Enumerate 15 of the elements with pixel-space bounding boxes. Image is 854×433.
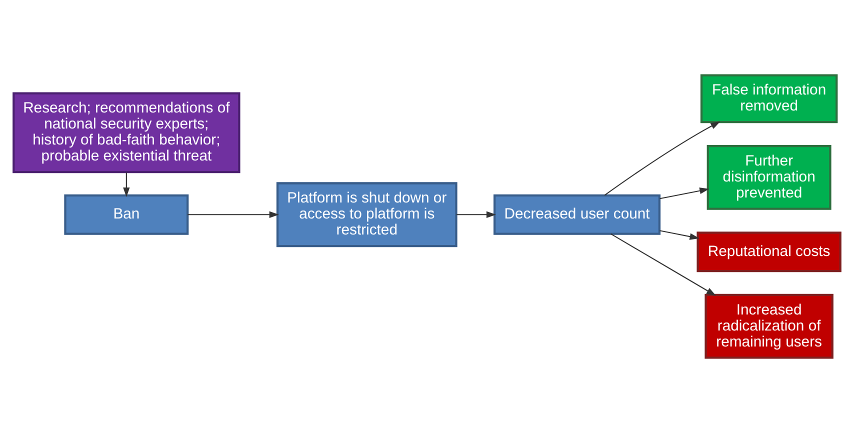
arrow bbox=[660, 187, 710, 200]
arrow bbox=[188, 211, 279, 218]
arrow bbox=[610, 233, 716, 296]
arrow bbox=[123, 172, 130, 198]
node-box: Further disinformation prevented bbox=[706, 144, 832, 210]
node-box: Increased radicalization of remaining users bbox=[704, 294, 834, 359]
node-box: Ban bbox=[64, 194, 189, 235]
arrow bbox=[660, 230, 700, 240]
arrow bbox=[456, 211, 496, 218]
arrow bbox=[604, 121, 720, 196]
node-box: False information removed bbox=[700, 74, 838, 124]
node-box: Decreased user count bbox=[494, 194, 661, 235]
node-box: Platform is shut down or access to platform is restricted bbox=[276, 182, 458, 248]
node-box: Research; recommendations of national security experts; history of bad-faith behavior; probable existential threat bbox=[12, 92, 240, 174]
node-box: Reputational costs bbox=[696, 232, 842, 272]
